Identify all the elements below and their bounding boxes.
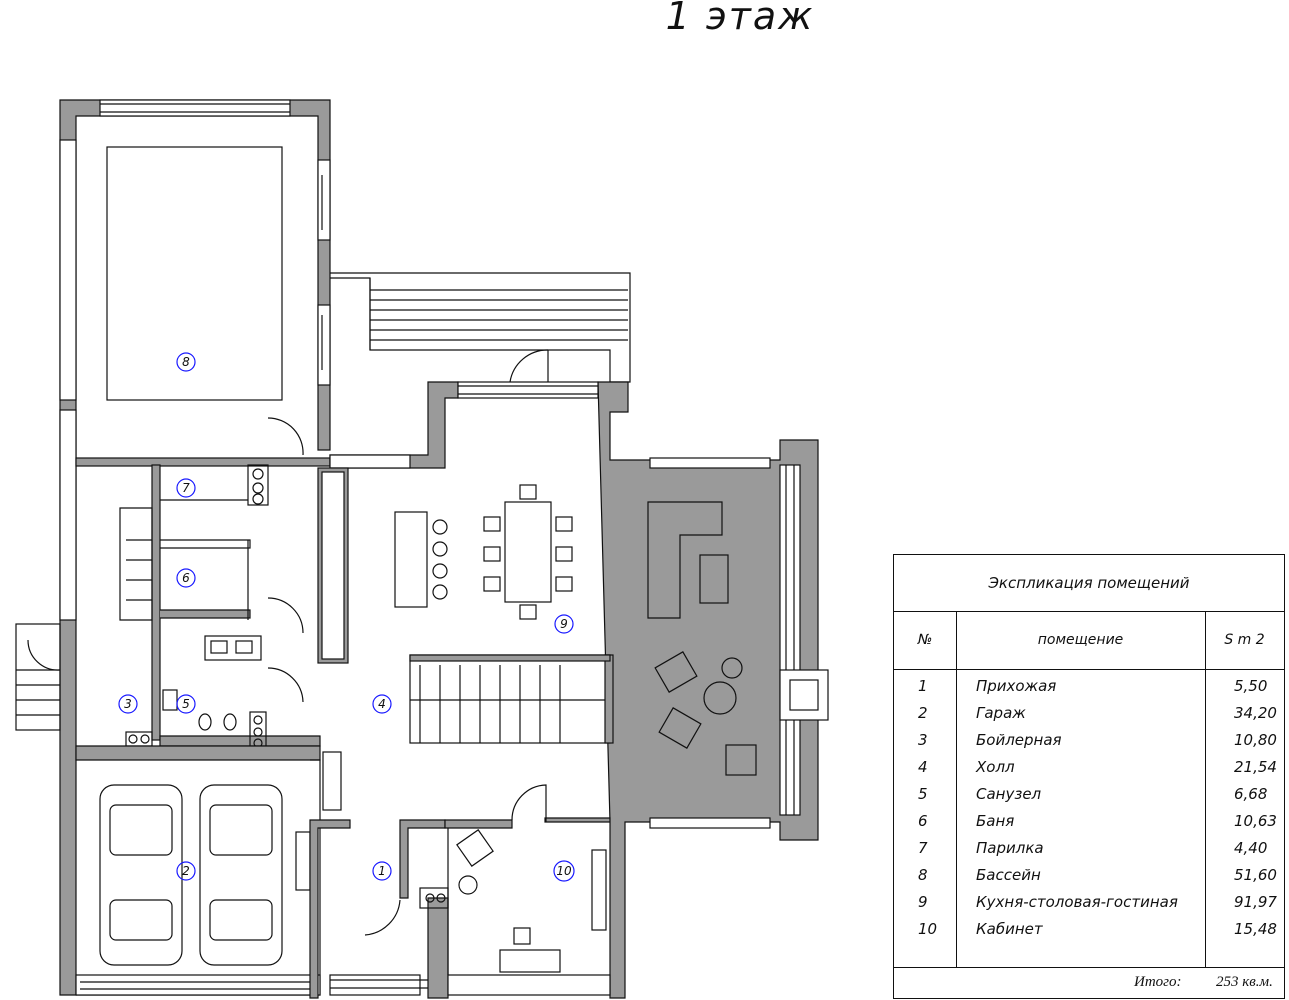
row-area: 51,60 — [1234, 866, 1277, 884]
row-area: 4,40 — [1234, 839, 1268, 857]
total-label: Итого: — [1134, 974, 1182, 990]
row-room: Холл — [976, 758, 1015, 776]
explication-columns: № помещение S m 2 — [894, 611, 1284, 670]
pool-walls — [59, 99, 331, 996]
row-area: 21,54 — [1234, 758, 1277, 776]
column-room: помещение — [956, 611, 1206, 669]
room-label-1: 1 — [378, 864, 386, 878]
row-number: 5 — [918, 785, 928, 803]
row-number: 6 — [918, 812, 928, 830]
total-divider — [894, 967, 1284, 968]
pool-basin — [106, 146, 283, 401]
room-marker-10 — [553, 860, 575, 882]
row-area: 34,20 — [1234, 704, 1277, 722]
table-row: 5 Санузел 6,68 — [894, 781, 1284, 808]
column-area: S m 2 — [1224, 632, 1265, 648]
table-row: 2 Гараж 34,20 — [894, 700, 1284, 727]
explication-table: Экспликация помещений № помещение S m 2 … — [893, 554, 1285, 999]
table-row: 6 Баня 10,63 — [894, 808, 1284, 835]
row-room: Санузел — [976, 785, 1042, 803]
table-row: 3 Бойлерная 10,80 — [894, 727, 1284, 754]
row-number: 9 — [918, 893, 928, 911]
row-number: 7 — [918, 839, 928, 857]
room-marker-7 — [176, 478, 196, 498]
room-marker-5 — [176, 694, 196, 714]
room-marker-1 — [372, 861, 392, 881]
room-markers — [118, 352, 575, 882]
table-row: 7 Парилка 4,40 — [894, 835, 1284, 862]
row-room: Баня — [976, 812, 1015, 830]
row-room: Бассейн — [976, 866, 1041, 884]
divider — [956, 669, 957, 968]
garage — [75, 745, 321, 996]
total-row: Итого: 253 кв.м. — [894, 968, 1284, 998]
row-number: 3 — [918, 731, 928, 749]
table-row: 8 Бассейн 51,60 — [894, 862, 1284, 889]
row-area: 6,68 — [1234, 785, 1268, 803]
row-number: 4 — [918, 758, 928, 776]
row-area: 5,50 — [1234, 677, 1268, 695]
main-walls — [329, 381, 829, 999]
terrace — [330, 272, 631, 383]
row-number: 10 — [918, 920, 938, 938]
entrance-office — [309, 784, 611, 999]
dining-table — [504, 501, 552, 603]
room-label-5: 5 — [182, 697, 190, 711]
row-area: 15,48 — [1234, 920, 1277, 938]
room-marker-2 — [176, 861, 196, 881]
room-marker-9 — [554, 614, 574, 634]
room-marker-8 — [176, 352, 196, 372]
bath-block — [15, 417, 321, 749]
room-label-10: 10 — [556, 864, 572, 878]
table-row: 10 Кабинет 15,48 — [894, 916, 1284, 943]
room-label-8: 8 — [182, 355, 190, 369]
room-label-6: 6 — [182, 571, 190, 585]
row-number: 8 — [918, 866, 928, 884]
row-room: Прихожая — [976, 677, 1057, 695]
table-row: 9 Кухня-столовая-гостиная 91,97 — [894, 889, 1284, 916]
total-value: 253 кв.м. — [1216, 974, 1273, 990]
row-room: Гараж — [976, 704, 1026, 722]
plan-title: 1 этаж — [665, 0, 815, 38]
room-marker-labels: 8 7 6 3 5 4 9 2 1 10 — [124, 355, 572, 878]
floor-plan: 8 7 6 3 5 4 9 2 1 10 — [15, 99, 829, 999]
room-label-3: 3 — [124, 697, 132, 711]
table-row: 1 Прихожая 5,50 — [894, 673, 1284, 700]
room-marker-3 — [118, 694, 138, 714]
table-row: 4 Холл 21,54 — [894, 754, 1284, 781]
room-label-7: 7 — [182, 481, 190, 495]
row-area: 10,63 — [1234, 812, 1277, 830]
row-room: Кабинет — [976, 920, 1043, 938]
row-area: 10,80 — [1234, 731, 1277, 749]
room-label-4: 4 — [378, 697, 386, 711]
row-room: Кухня-столовая-гостиная — [976, 893, 1178, 911]
room-marker-4 — [372, 694, 392, 714]
car-left — [99, 784, 183, 966]
kitchen-island — [394, 511, 428, 608]
row-area: 91,97 — [1234, 893, 1277, 911]
room-marker-6 — [176, 568, 196, 588]
kitchen-living — [317, 467, 757, 811]
room-label-2: 2 — [182, 864, 190, 878]
room-label-9: 9 — [560, 617, 568, 631]
car-right — [199, 784, 283, 966]
row-room: Бойлерная — [976, 731, 1062, 749]
divider — [1205, 669, 1206, 968]
column-number: № — [894, 611, 957, 669]
row-room: Парилка — [976, 839, 1044, 857]
explication-heading: Экспликация помещений — [894, 555, 1284, 612]
row-number: 2 — [918, 704, 928, 722]
sofa — [647, 501, 723, 619]
row-number: 1 — [918, 677, 928, 695]
